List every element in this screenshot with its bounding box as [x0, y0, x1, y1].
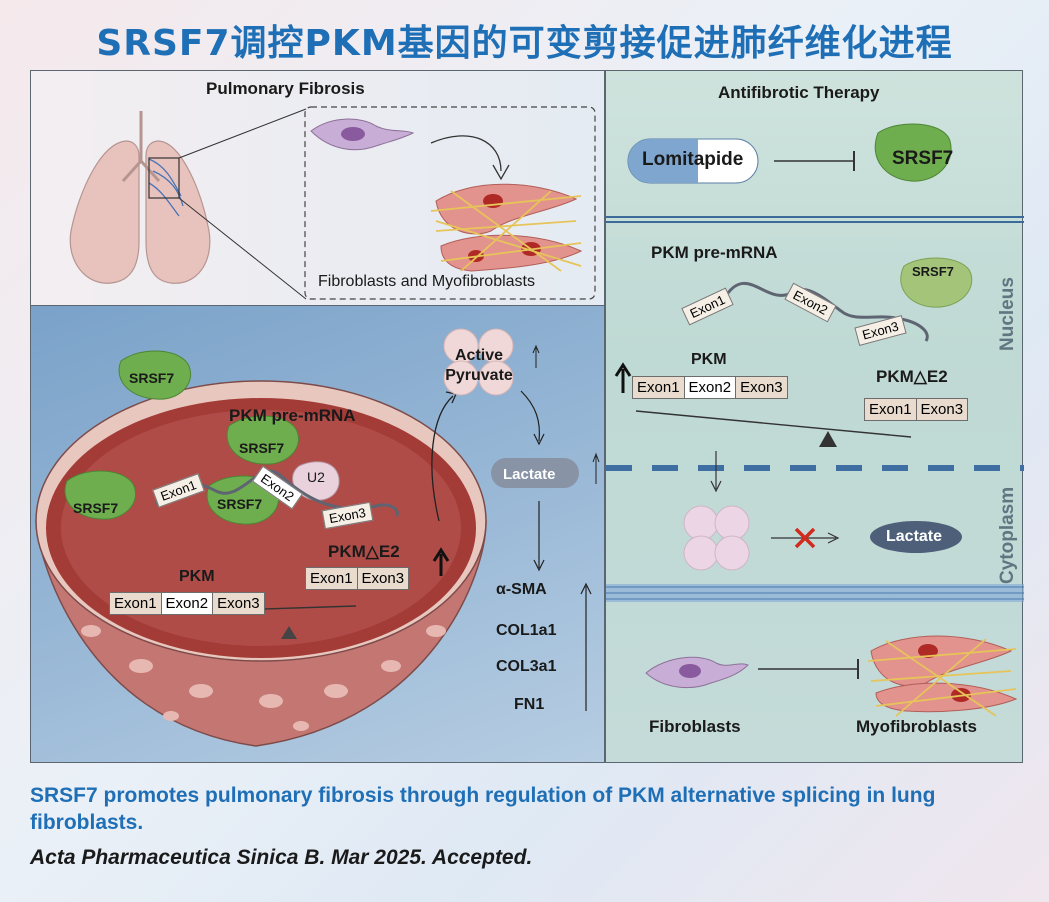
srsf7-protein-icon [874, 123, 952, 182]
pkm-exon-row: Exon1 Exon2 Exon3 [632, 376, 788, 399]
pkm-e2-exon-row: Exon1 Exon3 [864, 398, 969, 421]
pkm-label: PKM [179, 568, 215, 585]
pkm-exon: Exon2 [161, 593, 214, 614]
srsf7-label: SRSF7 [129, 370, 175, 386]
pre-mrna-strand [722, 281, 929, 342]
pkm-e2-exon: Exon3 [357, 568, 409, 589]
fibroblast-cell-icon [310, 118, 415, 151]
page-title: SRSF7调控PKM基因的可变剪接促进肺纤维化进程 [96, 23, 953, 64]
pkm-e2-exon-row: Exon1 Exon3 [305, 567, 410, 590]
pkm-e2-exon: Exon1 [306, 568, 358, 589]
srsf7-protein-icon [64, 470, 136, 520]
lactate-pill [491, 458, 579, 488]
therapy-illustration [606, 123, 1024, 717]
pkm-e2-label: PKM△E2 [876, 367, 948, 386]
u2-label: U2 [307, 469, 325, 485]
fibroblasts-label: Fibroblasts [649, 717, 741, 736]
antifibrotic-therapy-panel: Antifibrotic Therapy Lomitapide SRSF7 PK… [605, 70, 1024, 763]
lomitapide-label: Lomitapide [642, 149, 744, 170]
pyruvate-kinase-icon [443, 328, 514, 396]
pkm-pre-mrna-label: PKM pre-mRNA [229, 406, 356, 425]
pyruvate-kinase-icon [683, 505, 750, 571]
srsf7-protein-icon [900, 257, 973, 308]
srsf7-label: SRSF7 [239, 440, 285, 456]
lactate-pill [870, 521, 962, 553]
srsf7-label: SRSF7 [912, 264, 954, 279]
active-pyruvate-label: Active Pyruvate [445, 347, 513, 384]
nucleus-label: Nucleus [997, 277, 1018, 351]
u2-icon [292, 461, 340, 501]
blocked-x-icon [794, 527, 816, 549]
pkm-e2-exon: Exon1 [865, 399, 917, 420]
marker-alpha-sma: α-SMA [496, 581, 547, 598]
pulmonary-illustration [69, 106, 596, 300]
pkm-pre-mrna-label: PKM pre-mRNA [651, 243, 778, 262]
srsf7-protein-icon [226, 415, 299, 465]
pkm-exon-row: Exon1 Exon2 Exon3 [109, 592, 265, 615]
lactate-label: Lactate [886, 528, 943, 545]
journal-citation: Acta Pharmaceutica Sinica B. Mar 2025. A… [30, 846, 533, 869]
zoom-box [304, 106, 596, 300]
lactate-label: Lactate [503, 466, 556, 483]
marker-col3a1: COL3a1 [496, 658, 557, 675]
figure-caption: SRSF7 promotes pulmonary fibrosis throug… [30, 784, 936, 834]
myofibroblasts-icon [430, 183, 583, 272]
srsf7-protein-icon [118, 350, 191, 400]
srsf7-label: SRSF7 [217, 496, 263, 512]
pkm-exon: Exon2 [684, 377, 737, 398]
pkm-exon: Exon1 [633, 377, 685, 398]
antifibrotic-therapy-heading: Antifibrotic Therapy [718, 83, 880, 102]
marker-col1a1: COL1a1 [496, 622, 557, 639]
srsf7-protein-icon [206, 475, 279, 525]
marker-fn1: FN1 [514, 696, 545, 713]
fibroblast-cell-icon [645, 656, 749, 689]
myofibroblasts-label: Myofibroblasts [856, 717, 977, 736]
pkm-e2-exon: Exon3 [916, 399, 968, 420]
fibroblasts-myofibroblasts-caption: Fibroblasts and Myofibroblasts [318, 273, 535, 290]
capsule-icon [628, 139, 698, 183]
mechanism-panel: SRSF7 SRSF7 SRSF7 SRSF7 PKM pre-mRNA U2 … [30, 305, 605, 763]
pkm-exon: Exon1 [110, 593, 162, 614]
transition-arrow [430, 135, 502, 172]
pulmonary-fibrosis-panel: Pulmonary Fibrosis Fibroblasts [30, 70, 605, 307]
pkm-exon: Exon3 [213, 593, 264, 614]
pkm-exon: Exon3 [736, 377, 787, 398]
srsf7-label: SRSF7 [73, 500, 119, 516]
lungs-icon [69, 111, 211, 284]
srsf7-target-label: SRSF7 [892, 148, 954, 169]
cytoplasm-label: Cytoplasm [997, 486, 1018, 584]
pulmonary-fibrosis-heading: Pulmonary Fibrosis [206, 79, 365, 98]
pkm-e2-label: PKM△E2 [328, 542, 400, 561]
myofibroblasts-icon [867, 635, 1018, 717]
pkm-label: PKM [691, 351, 727, 368]
